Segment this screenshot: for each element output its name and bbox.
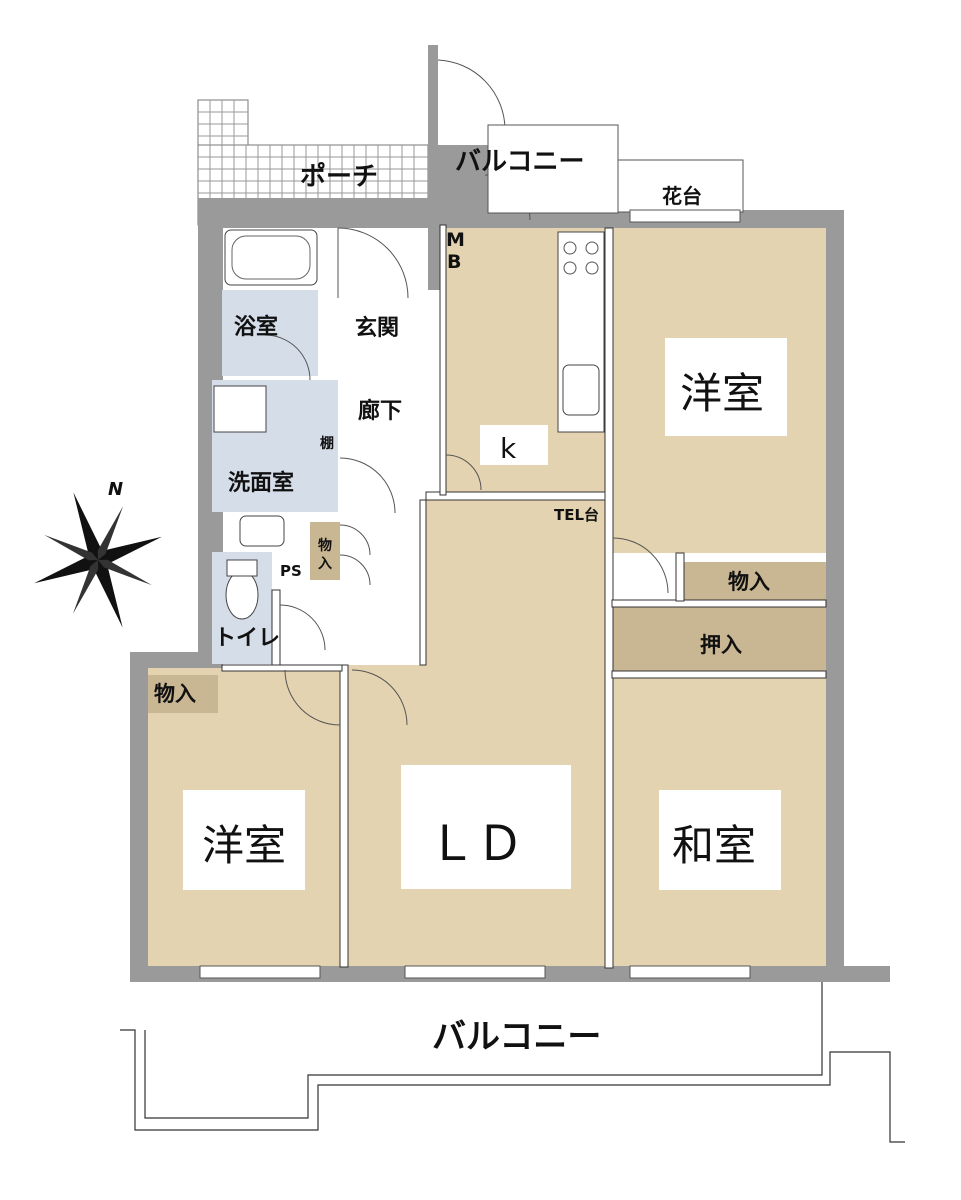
balcony-top — [487, 124, 744, 214]
hallway-label: 廊下 — [358, 398, 402, 424]
storage-small-label: 物入 — [318, 537, 332, 572]
japanese-room-label: 和室 — [672, 821, 756, 870]
label-plates — [183, 338, 787, 890]
storage-sw-label: 物入 — [154, 682, 196, 706]
flower-stand-label: 花台 — [662, 184, 702, 208]
windows — [199, 209, 751, 979]
washroom-label: 洗面室 — [228, 470, 294, 496]
storage-sw-area — [148, 675, 218, 713]
entrance-label: 玄関 — [355, 315, 399, 341]
toilet-label: トイレ — [214, 626, 280, 651]
fixtures — [213, 229, 605, 620]
closet-label: 押入 — [700, 633, 742, 657]
western-room-ne-label: 洋室 — [680, 369, 764, 418]
storage-ne-label: 物入 — [728, 570, 770, 594]
balcony-bottom-label: バルコニー — [432, 1017, 601, 1057]
balcony-top-label: バルコニー — [455, 147, 584, 177]
north-label: N — [108, 479, 123, 500]
interior-walls — [221, 224, 827, 969]
tel-label: TEL台 — [554, 506, 599, 524]
porch-label: ポーチ — [300, 161, 378, 192]
ld-area — [348, 500, 605, 966]
storage-small-area — [310, 522, 340, 580]
compass-rose — [34, 492, 162, 628]
storage-ne-area — [684, 562, 826, 600]
ps-label: PS — [280, 562, 302, 580]
shelf-label: 棚 — [320, 435, 334, 452]
closet-area — [612, 607, 826, 671]
doors — [264, 59, 669, 726]
ld-label: ＬＤ — [428, 816, 524, 872]
balcony-bottom — [120, 982, 905, 1143]
bath-label: 浴室 — [234, 314, 278, 340]
kitchen-label: k — [500, 432, 517, 465]
bath-area — [222, 290, 318, 376]
western-room-sw-label: 洋室 — [202, 821, 286, 870]
